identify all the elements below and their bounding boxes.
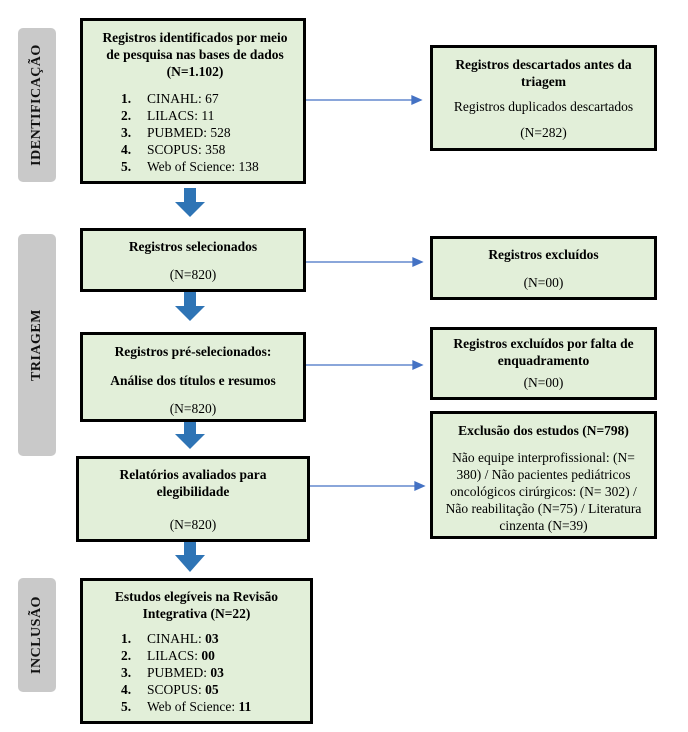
box-eligibility: Relatórios avaliados para elegibilidade …	[76, 456, 310, 542]
phase-screening: TRIAGEM	[18, 234, 56, 456]
list-item: 4.SCOPUS: 05	[121, 682, 219, 697]
records-preselected-subtitle: Análise dos títulos e resumos	[110, 373, 276, 388]
list-item: 3.PUBMED: 528	[121, 125, 231, 140]
list-item: 5.Web of Science: 138	[121, 159, 259, 174]
box-studies-included: Estudos elegíveis na Revisão Integrativa…	[80, 578, 313, 724]
database-list: 1.CINAHL: 67 2.LILACS: 11 3.PUBMED: 528 …	[121, 90, 293, 175]
records-selected-title: Registros selecionados	[128, 239, 258, 254]
phase-inclusion: INCLUSÃO	[18, 578, 56, 692]
records-discarded-count: (N=282)	[520, 125, 567, 140]
list-item: 5.Web of Science: 11	[121, 699, 252, 714]
records-selected-count: (N=820)	[169, 267, 217, 282]
down-arrow-2	[175, 292, 205, 321]
box-records-discarded: Registros descartados antes da triagem R…	[430, 45, 657, 151]
included-list: 1.CINAHL: 03 2.LILACS: 00 3.PUBMED: 03 4…	[121, 630, 300, 715]
records-discarded-title: Registros descartados antes da triagem	[455, 57, 632, 89]
list-item: 3.PUBMED: 03	[121, 665, 224, 680]
list-item: 2.LILACS: 00	[121, 648, 215, 663]
list-item: 2.LILACS: 11	[121, 108, 215, 123]
records-identified-title: Registros identificados por meio de pesq…	[102, 30, 288, 79]
records-excluded-title: Registros excluídos	[488, 247, 599, 262]
box-records-excluded: Registros excluídos (N=00)	[430, 236, 657, 300]
records-discarded-subtitle: Registros duplicados descartados	[453, 99, 634, 114]
eligibility-title: Relatórios avaliados para elegibilidade	[119, 467, 267, 499]
study-exclusion-body: Não equipe interprofissional: (N= 380) /…	[445, 450, 642, 533]
list-item: 1.CINAHL: 03	[121, 631, 219, 646]
connector-selected-excluded-head	[412, 256, 424, 268]
records-preselected-title: Registros pré-selecionados:	[114, 344, 272, 359]
phase-identification: IDENTIFICAÇÃO	[18, 28, 56, 182]
list-item: 1.CINAHL: 67	[121, 91, 219, 106]
records-preselected-count: (N=820)	[169, 401, 217, 416]
list-item: 4.SCOPUS: 358	[121, 142, 226, 157]
connector-identified-discarded-head	[411, 94, 423, 106]
connector-eligibility-exclusion-head	[414, 480, 426, 492]
studies-included-title: Estudos elegíveis na Revisão Integrativa…	[114, 589, 279, 621]
study-exclusion-title: Exclusão dos estudos (N=798)	[458, 423, 629, 438]
down-arrow-1	[175, 188, 205, 217]
eligibility-count: (N=820)	[169, 517, 217, 532]
box-records-preselected: Registros pré-selecionados: Análise dos …	[80, 332, 306, 422]
box-records-identified: Registros identificados por meio de pesq…	[80, 18, 306, 184]
down-arrow-3	[175, 422, 205, 449]
records-excluded-count: (N=00)	[523, 275, 564, 290]
box-records-selected: Registros selecionados (N=820)	[80, 228, 306, 292]
records-excluded-framing-count: (N=00)	[523, 375, 564, 390]
down-arrow-4	[175, 541, 205, 572]
records-excluded-framing-title: Registros excluídos por falta de enquadr…	[453, 336, 634, 368]
box-records-excluded-framing: Registros excluídos por falta de enquadr…	[430, 327, 657, 400]
connector-preselected-framing-head	[412, 359, 424, 371]
box-study-exclusion: Exclusão dos estudos (N=798) Não equipe …	[430, 411, 657, 539]
